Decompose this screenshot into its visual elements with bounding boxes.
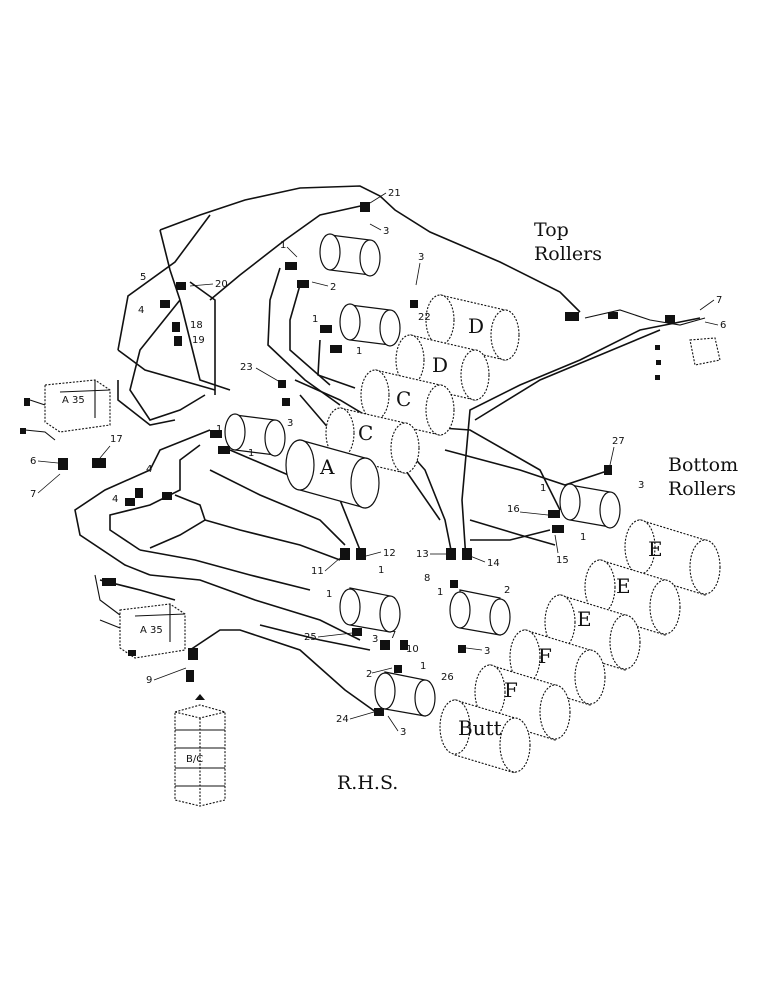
part-1-e: 1	[248, 448, 254, 459]
part-21: 21	[388, 188, 401, 199]
part-2-c: 2	[366, 669, 372, 680]
part-4-b: 4	[146, 464, 152, 475]
part-1-f: 1	[540, 483, 546, 494]
part-14: 14	[487, 558, 500, 569]
part-18: 18	[190, 320, 203, 331]
bottom-roller-drums	[439, 519, 721, 774]
part-24: 24	[336, 714, 349, 725]
roller-label-f-1: F	[538, 644, 552, 668]
part-1-a: 1	[280, 240, 286, 251]
valve-upper-label: A 35	[62, 395, 85, 406]
valve-block-upper	[20, 379, 111, 441]
part-11: 11	[311, 566, 324, 577]
part-5: 5	[140, 272, 146, 283]
bottom-roller-cylinders	[339, 483, 621, 717]
right-fittings	[565, 312, 721, 380]
part-15: 15	[556, 555, 569, 566]
part-7-a: 7	[716, 295, 722, 306]
roller-letter-labels: D D C C A E E E F F Butt	[319, 314, 663, 740]
valve-lower-label: A 35	[140, 625, 163, 636]
roller-label-d-upper: D	[468, 314, 484, 338]
bottom-rollers-heading-line-1: Bottom	[668, 454, 739, 476]
part-3-b: 3	[418, 252, 424, 263]
part-8: 8	[424, 573, 430, 584]
part-1-i: 1	[378, 565, 384, 576]
part-25: 25	[304, 632, 317, 643]
tank-label: B/C	[186, 754, 203, 765]
part-6-a: 6	[720, 320, 726, 331]
part-7-b: 7	[30, 489, 36, 500]
bottom-rollers-heading: Bottom Rollers	[668, 453, 738, 501]
roller-label-butt: Butt	[458, 716, 502, 740]
roller-label-e-1: E	[648, 537, 663, 561]
part-23: 23	[240, 362, 253, 373]
part-3-g: 3	[400, 727, 406, 738]
roller-label-a: A	[319, 455, 335, 479]
part-1-g: 1	[580, 532, 586, 543]
part-10: 10	[406, 644, 419, 655]
part-6-b: 6	[30, 456, 36, 467]
top-roller-cylinders	[224, 233, 401, 457]
roller-label-c-lower: C	[358, 421, 373, 445]
part-13: 13	[416, 549, 429, 560]
part-1-d: 1	[216, 424, 222, 435]
part-12: 12	[383, 548, 396, 559]
part-3-a: 3	[383, 226, 389, 237]
part-2-a: 2	[330, 282, 336, 293]
part-3-e: 3	[372, 634, 378, 645]
part-3-f: 3	[484, 646, 490, 657]
roller-label-e-2: E	[616, 574, 631, 598]
part-22: 22	[418, 312, 431, 323]
top-rollers-heading-line-1: Top	[534, 219, 569, 241]
pipe-fittings	[58, 202, 612, 716]
part-20: 20	[215, 279, 228, 290]
part-3-d: 3	[638, 480, 644, 491]
block-labels: A 35 A 35 B/C	[62, 395, 203, 765]
part-27: 27	[612, 436, 625, 447]
top-rollers-heading: Top Rollers	[534, 218, 602, 266]
roller-drums	[285, 294, 520, 509]
part-3-c: 3	[287, 418, 293, 429]
part-16: 16	[507, 504, 520, 515]
part-17: 17	[110, 434, 123, 445]
part-4-c: 4	[112, 494, 118, 505]
part-1-h: 1	[437, 587, 443, 598]
bottom-rollers-heading-line-2: Rollers	[668, 478, 736, 500]
part-19: 19	[192, 335, 205, 346]
part-1-k: 1	[420, 661, 426, 672]
part-7-c: 7	[390, 630, 396, 641]
roller-label-d-lower: D	[432, 353, 448, 377]
part-9: 9	[146, 675, 152, 686]
part-4-a: 4	[138, 305, 144, 316]
part-1-c: 1	[356, 346, 362, 357]
bc-tank	[174, 694, 226, 807]
roller-label-c-upper: C	[396, 387, 411, 411]
part-26: 26	[441, 672, 454, 683]
part-1-j: 1	[326, 589, 332, 600]
valve-block-lower	[94, 574, 186, 659]
part-number-labels: 21 3 1 2 5 20 4 18 19 3 22 1 1 7 6 23 3 …	[30, 188, 726, 738]
side-heading: R.H.S.	[337, 772, 399, 794]
top-rollers-heading-line-2: Rollers	[534, 243, 602, 265]
roller-label-f-2: F	[504, 678, 518, 702]
part-2-b: 2	[504, 585, 510, 596]
part-1-b: 1	[312, 314, 318, 325]
roller-label-e-3: E	[577, 607, 592, 631]
